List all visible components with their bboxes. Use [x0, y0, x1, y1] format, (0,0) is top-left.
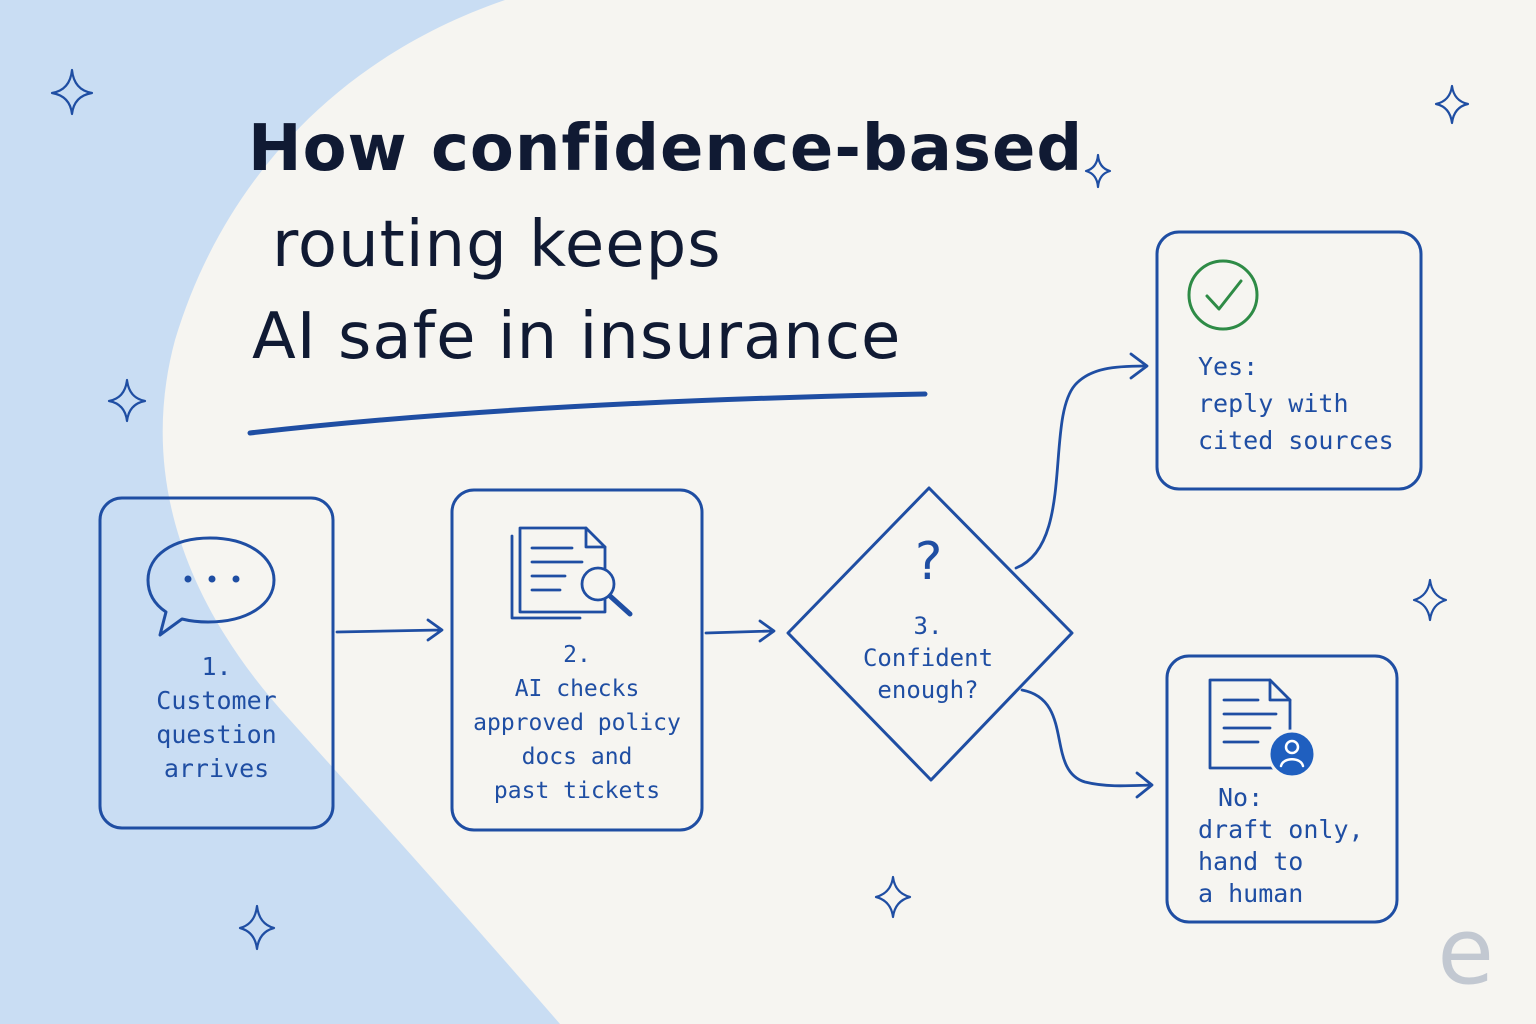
page-title-line-1: How confidence-based: [248, 112, 1084, 186]
step-3-label: 3. Confident enough?: [840, 610, 1016, 706]
outcome-no-box: [1165, 654, 1399, 924]
step-2-line-2: approved policy: [473, 710, 681, 736]
step-1-number: 1.: [201, 652, 232, 681]
step-1-line-1: Customer: [156, 686, 277, 715]
step-2-number: 2.: [563, 642, 591, 668]
brand-logo: e: [1437, 898, 1494, 1005]
step-1-box: [98, 496, 335, 830]
outcome-no-line-1: No:: [1218, 783, 1264, 812]
step-1-line-3: arrives: [163, 754, 270, 783]
background-swoosh: [0, 0, 560, 1024]
step-2-line-1: AI checks: [514, 676, 640, 702]
outcome-yes-line-3: cited sources: [1198, 426, 1394, 455]
outcome-yes-line-1: Yes:: [1198, 352, 1259, 381]
sparkle-icon: [1084, 153, 1112, 189]
sparkle-icon: [1412, 578, 1448, 622]
outcome-no-line-2: draft only,: [1198, 815, 1364, 844]
title-underline: [247, 391, 928, 436]
step-1-line-2: question: [156, 720, 277, 749]
document-person-icon: [1208, 678, 1317, 779]
outcome-yes-label: Yes: reply with cited sources: [1198, 348, 1394, 459]
sparkle-decorations: [50, 68, 1470, 951]
sparkle-icon: [238, 904, 276, 951]
outcome-yes-line-2: reply with: [1198, 389, 1349, 418]
speech-bubble-icon: [146, 536, 276, 637]
outcome-no-line-4: a human: [1198, 879, 1304, 908]
sparkle-icon: [50, 68, 94, 116]
arrow-to-no: [1020, 688, 1154, 799]
step-1-label: 1. Customer question arrives: [100, 650, 333, 786]
arrow-step1-to-step2: [335, 618, 444, 642]
checkmark-circle-icon: [1187, 259, 1259, 331]
step-3-question-mark: ?: [912, 532, 944, 592]
step-2-label: 2. AI checks approved policy docs and pa…: [452, 638, 702, 808]
sparkle-icon: [107, 378, 147, 423]
step-2-line-3: docs and: [521, 744, 633, 770]
step-3-line-2: enough?: [877, 676, 979, 704]
outcome-no-line-3: hand to: [1198, 847, 1304, 876]
sparkle-icon: [1434, 84, 1470, 125]
step-3-diamond: [786, 486, 1074, 782]
step-3-line-1: Confident: [862, 644, 994, 672]
page-title-line-3: AI safe in insurance: [252, 300, 902, 374]
step-3-number: 3.: [913, 612, 943, 640]
step-2-line-4: past tickets: [493, 778, 661, 804]
outcome-yes-box: [1155, 230, 1423, 491]
outcome-no-label: No: draft only, hand to a human: [1198, 782, 1364, 910]
page-title-line-2: routing keeps: [272, 208, 722, 282]
arrow-to-yes: [1014, 352, 1149, 570]
step-2-box: [450, 488, 704, 832]
connectors: [335, 352, 1154, 799]
document-search-icon: [510, 526, 633, 620]
sparkle-icon: [874, 875, 912, 919]
arrow-step2-to-step3: [704, 619, 776, 643]
